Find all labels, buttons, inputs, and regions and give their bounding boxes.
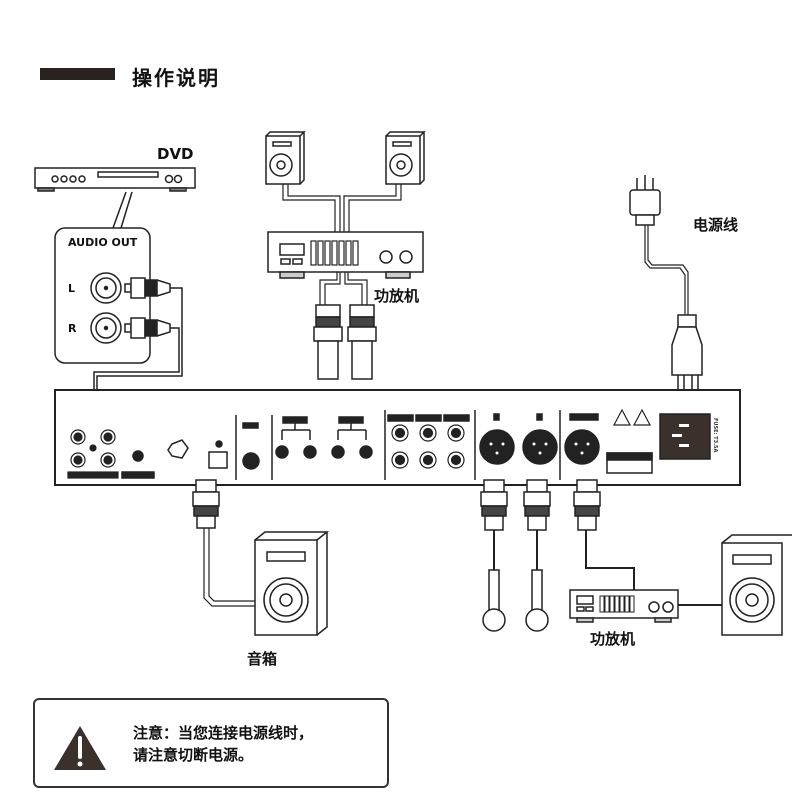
xlr-inputs (479, 410, 600, 480)
fuse-label: FUSE: T3.5A (712, 418, 718, 453)
rca-inputs (67, 429, 119, 479)
page-title: 操作说明 (132, 66, 220, 90)
dvd-label: DVD (157, 145, 194, 163)
power-plug (629, 175, 703, 392)
amplifier-top-label: 功放机 (374, 287, 420, 305)
speaker-top-right (385, 131, 426, 185)
warning-text: 注意：当您连接电源线时， 请注意切断电源。 (133, 722, 313, 766)
warning-box: 注意：当您连接电源线时， 请注意切断电源。 (33, 698, 389, 788)
amplifier-bottom (569, 589, 679, 623)
microphone-2 (523, 479, 551, 632)
power-cord-label: 电源线 (693, 216, 739, 234)
amplifier-bottom-label: 功放机 (590, 630, 636, 648)
audio-left-label: L (68, 282, 76, 295)
speaker-bottom-right (721, 534, 792, 636)
warning-triangle-icon (54, 726, 106, 770)
xlr-plug-speaker (192, 479, 220, 529)
dvd-player (34, 167, 196, 192)
title-bar-decoration (40, 68, 115, 80)
speaker-top-left (265, 131, 306, 185)
speaker-label: 音箱 (247, 650, 278, 668)
audio-out-label: AUDIO OUT (68, 236, 138, 249)
warning-line-1: 注意：当您连接电源线时， (133, 724, 314, 742)
amplifier-top (267, 231, 424, 279)
speaker-bottom-left (254, 531, 330, 636)
audio-out-panel (54, 191, 183, 390)
warning-line-2: 请注意切断电源。 (133, 746, 254, 764)
audio-right-label: R (68, 322, 77, 335)
mixer-rear-panel (54, 389, 741, 486)
xlr-plug-output (573, 479, 601, 531)
microphone-1 (480, 479, 508, 632)
xlr-plugs-top (313, 304, 377, 380)
